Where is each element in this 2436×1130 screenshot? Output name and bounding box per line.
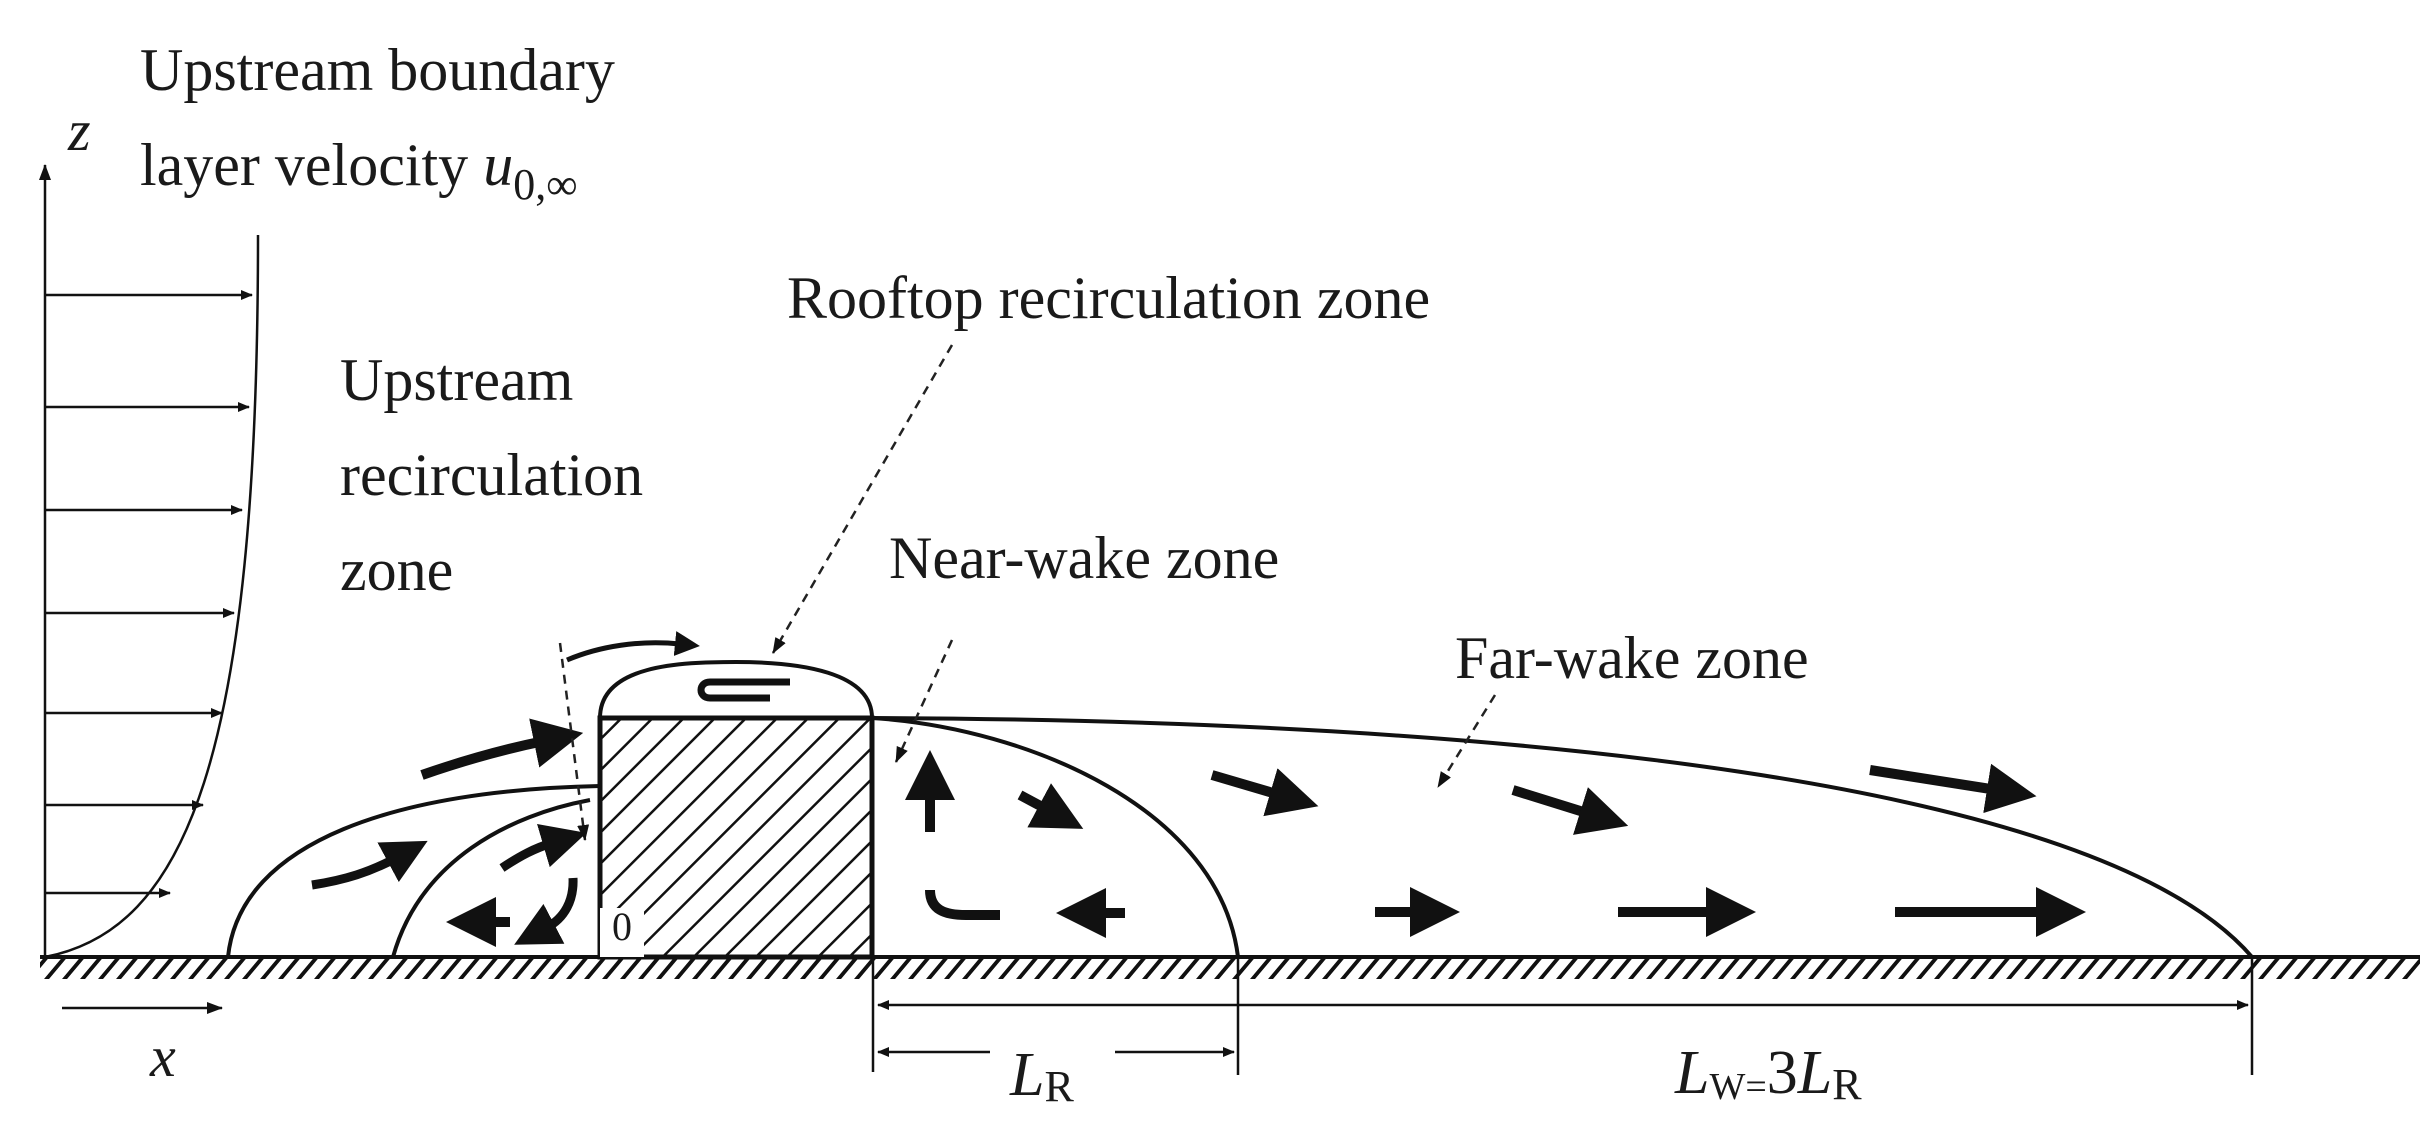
upstream-rz-label-line2: recirculation bbox=[340, 442, 643, 508]
upstream-rz-label-line1: Upstream bbox=[340, 347, 573, 413]
rooftop-zone-label: Rooftop recirculation zone bbox=[787, 265, 1430, 331]
leader-lines bbox=[558, 344, 1497, 841]
flow-arrows bbox=[311, 631, 2086, 947]
building bbox=[597, 715, 875, 960]
lr-label: LR bbox=[1009, 1041, 1074, 1111]
far-wake-label: Far-wake zone bbox=[1455, 625, 1809, 691]
velocity-profile bbox=[44, 234, 260, 959]
near-wake-label: Near-wake zone bbox=[889, 525, 1279, 591]
lw-label: LW=3LR bbox=[1674, 1039, 1862, 1109]
z-axis-label: z bbox=[67, 98, 91, 163]
upstream-bl-label-line1: Upstream boundary bbox=[140, 37, 615, 103]
origin-label: 0 bbox=[612, 904, 632, 949]
upstream-rz-label-line3: zone bbox=[340, 537, 453, 603]
ground bbox=[40, 955, 2420, 979]
zone-boundaries bbox=[226, 659, 2254, 959]
x-axis-label: x bbox=[149, 1024, 176, 1089]
dimension-lines bbox=[871, 957, 2254, 1075]
